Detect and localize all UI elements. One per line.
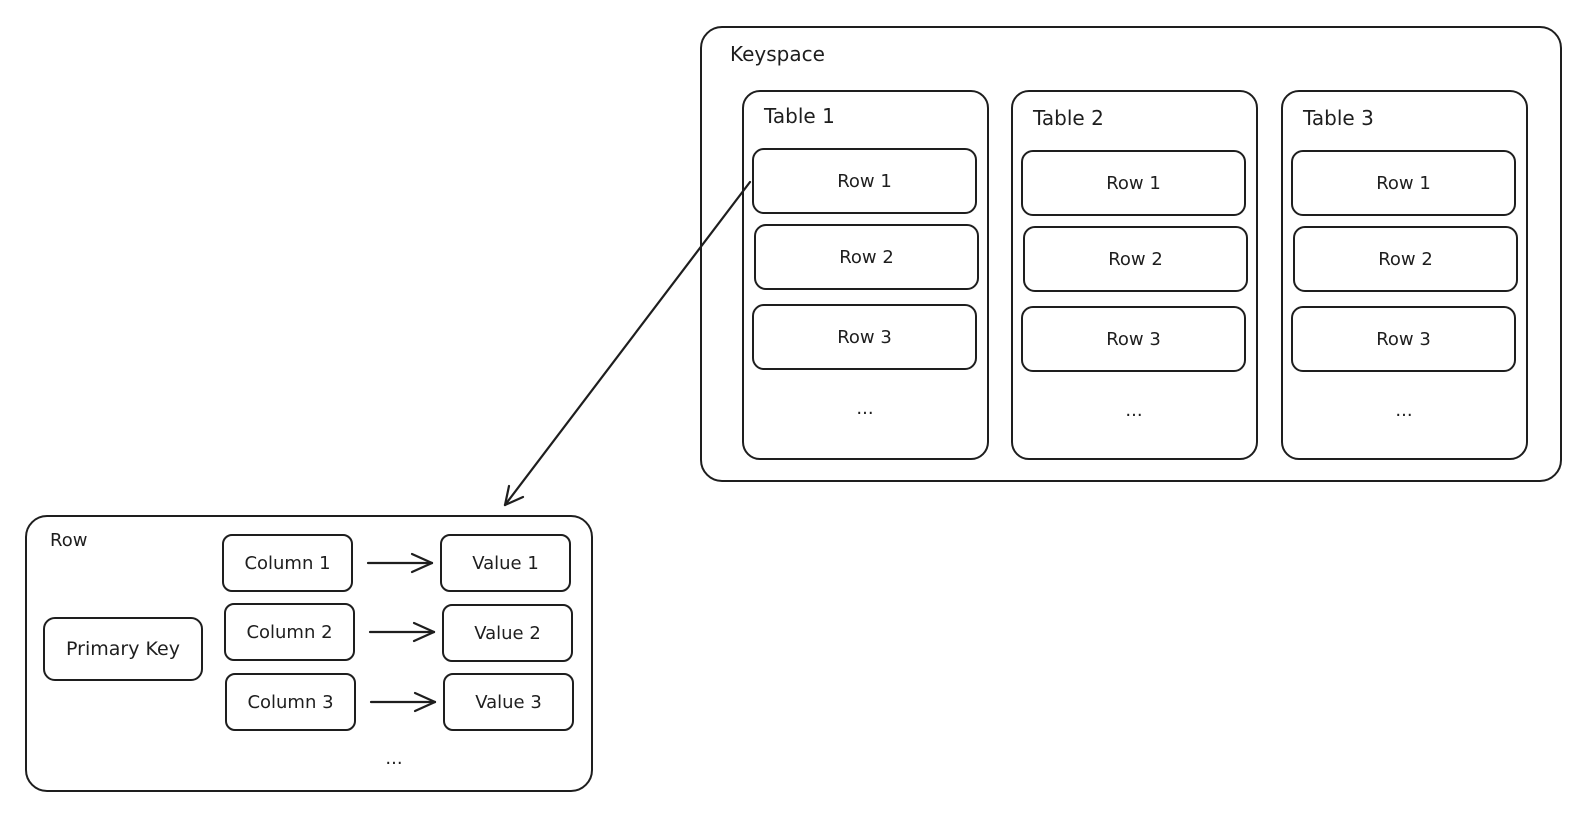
table-1-ellipsis: ... bbox=[856, 398, 874, 419]
table-1-row-3: Row 3 bbox=[752, 304, 977, 370]
table-3-row-3: Row 3 bbox=[1291, 306, 1516, 372]
column-3-box: Column 3 bbox=[225, 673, 356, 731]
table-2-ellipsis: ... bbox=[1125, 400, 1143, 421]
value-3-box: Value 3 bbox=[443, 673, 574, 731]
table-1-label: Table 1 bbox=[764, 104, 835, 128]
table-3-label: Table 3 bbox=[1303, 106, 1374, 130]
table-3-row-1: Row 1 bbox=[1291, 150, 1516, 216]
column-1-box: Column 1 bbox=[222, 534, 353, 592]
table-1-row-2: Row 2 bbox=[754, 224, 979, 290]
keyspace-label: Keyspace bbox=[730, 42, 825, 66]
table-1-row-1: Row 1 bbox=[752, 148, 977, 214]
row-detail-ellipsis: ... bbox=[385, 748, 403, 769]
table-2-row-3: Row 3 bbox=[1021, 306, 1246, 372]
table-2-row-2: Row 2 bbox=[1023, 226, 1248, 292]
table-2-row-1: Row 1 bbox=[1021, 150, 1246, 216]
row-detail-label: Row bbox=[50, 530, 88, 551]
table-3-ellipsis: ... bbox=[1395, 400, 1413, 421]
table-2-label: Table 2 bbox=[1033, 106, 1104, 130]
column-2-box: Column 2 bbox=[224, 603, 355, 661]
table-3-row-2: Row 2 bbox=[1293, 226, 1518, 292]
value-1-box: Value 1 bbox=[440, 534, 571, 592]
primary-key-box: Primary Key bbox=[43, 617, 203, 681]
value-2-box: Value 2 bbox=[442, 604, 573, 662]
